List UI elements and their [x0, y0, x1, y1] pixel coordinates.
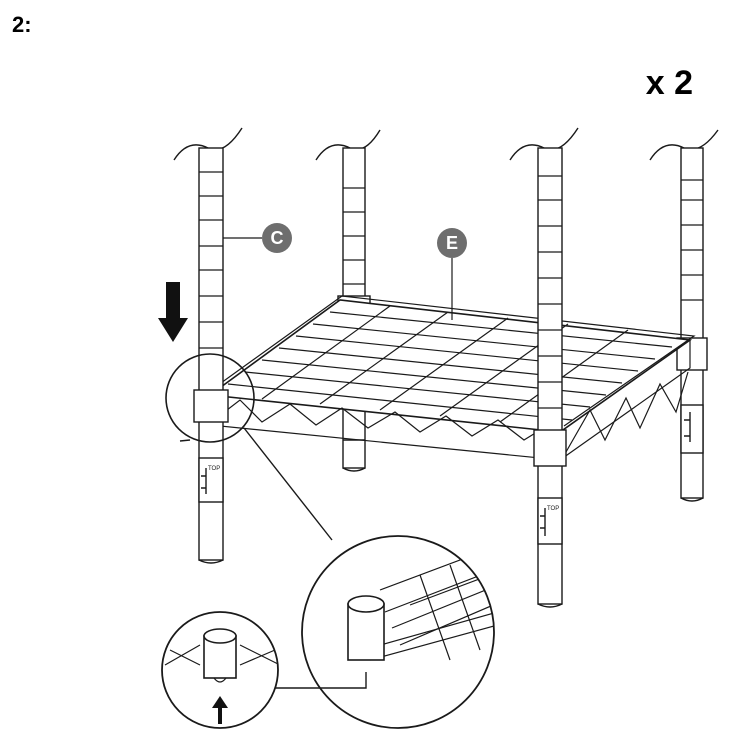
part-letter-c: C	[271, 228, 284, 248]
post-front-left: TOP	[173, 127, 243, 564]
part-callout-e: E	[437, 228, 467, 320]
quantity-label: x 2	[645, 64, 693, 102]
wire-shelf	[207, 295, 696, 461]
detail-circle-underside	[161, 611, 279, 729]
sleeve-marking-2: TOP	[547, 506, 559, 512]
down-arrow-icon	[158, 282, 188, 342]
post-front-right: TOP	[509, 127, 579, 608]
zoom-circle	[165, 353, 255, 443]
post-back-right	[649, 129, 719, 502]
up-arrow-icon	[212, 696, 228, 724]
part-letter-e: E	[446, 233, 458, 253]
detail-circle-collar	[301, 535, 495, 729]
sleeve-marking: TOP	[208, 466, 220, 472]
part-callout-c: C	[223, 223, 292, 253]
step-number: 2:	[12, 12, 32, 37]
zoom-leader-1	[243, 427, 333, 541]
